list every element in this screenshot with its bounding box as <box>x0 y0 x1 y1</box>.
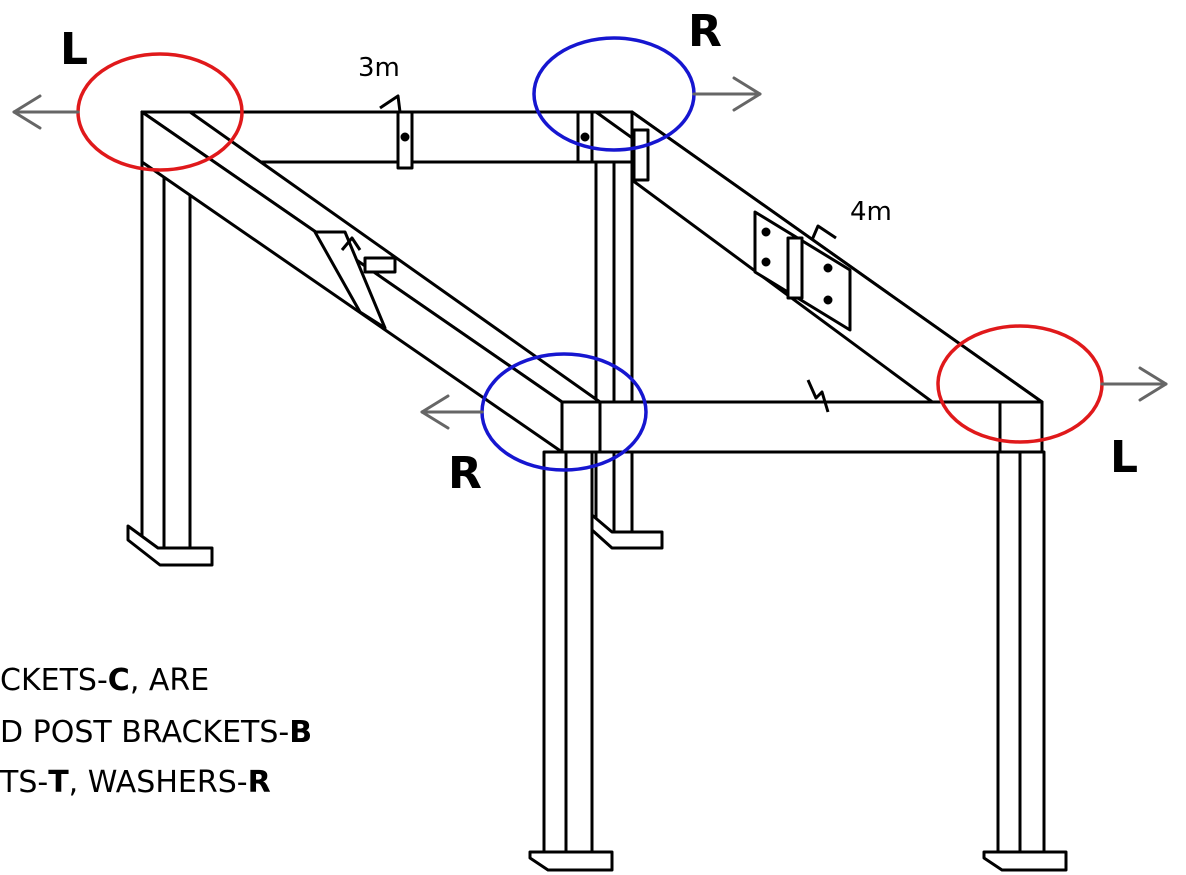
note-line-1: CKETS-C, ARE <box>0 663 209 698</box>
corner-label-front-right: L <box>1110 432 1138 483</box>
corner-label-front-left: R <box>448 448 482 499</box>
post-front-right <box>982 450 1068 872</box>
assembly-note: CKETS-C, ARE D POST BRACKETS-B TS-T, WAS… <box>0 663 312 800</box>
arrow-right-icon <box>1100 366 1168 402</box>
frame-drawing <box>126 94 1068 872</box>
note-line-2: D POST BRACKETS-B <box>0 715 312 750</box>
post-front-left <box>528 450 614 872</box>
dimension-long-side: 4m <box>850 197 892 227</box>
note-line-3: TS-T, WASHERS-R <box>0 765 271 800</box>
arrow-left-icon <box>12 94 80 130</box>
arrow-right-icon <box>692 76 762 112</box>
post-back-left <box>126 156 214 567</box>
corner-label-back-left: L <box>60 24 88 75</box>
corner-label-back-right: R <box>688 6 722 57</box>
beam-left <box>140 110 602 454</box>
arrow-left-icon <box>420 394 484 430</box>
dimension-short-side: 3m <box>358 53 400 83</box>
